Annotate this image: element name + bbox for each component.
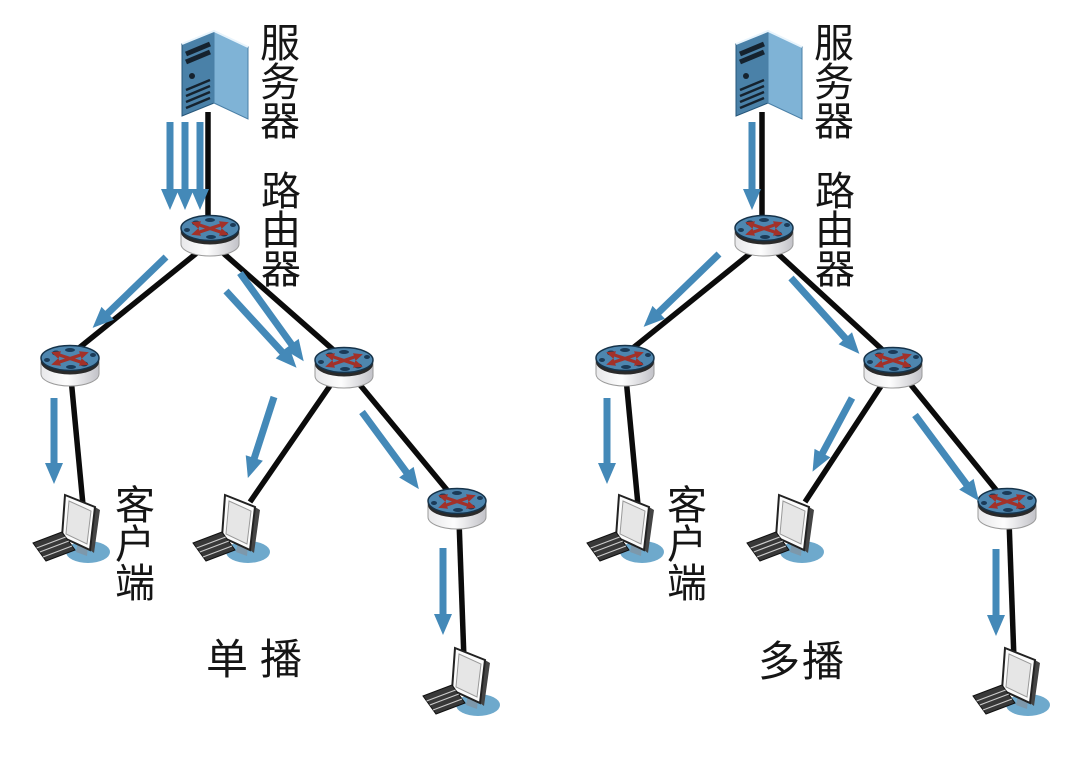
link-far-client bbox=[1006, 519, 1017, 661]
unicast-diagram bbox=[32, 31, 501, 717]
multicast-flow-arrows bbox=[598, 122, 1005, 636]
flow-arrow bbox=[223, 288, 297, 368]
link-router-left bbox=[72, 249, 200, 355]
router-cylinder-icon bbox=[864, 348, 922, 388]
multicast-diagram bbox=[586, 31, 1051, 717]
multicast-router-label: 路由器 bbox=[809, 170, 854, 287]
router-cylinder-icon bbox=[735, 216, 793, 256]
desktop-computer-icon bbox=[746, 494, 825, 564]
desktop-computer-icon bbox=[192, 494, 271, 564]
desktop-computer-icon bbox=[586, 494, 665, 564]
link-router-right bbox=[220, 249, 340, 357]
link-right-farrouter bbox=[904, 378, 1004, 498]
router-cylinder-icon bbox=[315, 348, 373, 388]
flow-arrow bbox=[788, 275, 860, 354]
flow-arrow bbox=[92, 254, 169, 328]
link-left-client bbox=[623, 377, 641, 506]
link-right-client bbox=[247, 378, 337, 504]
link-far-client bbox=[456, 519, 467, 661]
flow-arrow bbox=[912, 412, 979, 502]
link-router-right bbox=[774, 249, 889, 357]
flow-arrow bbox=[812, 396, 856, 472]
server-tower-icon bbox=[182, 31, 248, 119]
server-tower-icon bbox=[736, 31, 802, 119]
flow-arrow bbox=[245, 395, 278, 479]
desktop-computer-icon bbox=[32, 494, 111, 564]
multicast-caption: 多播 bbox=[758, 640, 847, 686]
multicast-links bbox=[623, 112, 1017, 661]
multicast-client-label: 客户端 bbox=[661, 484, 706, 601]
multicast-server-label: 服务器 bbox=[808, 22, 853, 139]
flow-arrow bbox=[237, 270, 304, 362]
desktop-computer-icon bbox=[422, 647, 501, 717]
link-left-client bbox=[68, 377, 86, 506]
unicast-caption: 单播 bbox=[206, 638, 315, 684]
link-router-left bbox=[626, 249, 754, 355]
link-right-farrouter bbox=[353, 378, 455, 498]
unicast-flow-arrows bbox=[45, 122, 452, 635]
router-cylinder-icon bbox=[978, 489, 1036, 529]
router-cylinder-icon bbox=[428, 489, 486, 529]
router-cylinder-icon bbox=[41, 346, 99, 386]
link-right-client bbox=[802, 378, 888, 504]
unicast-client-label: 客户端 bbox=[109, 484, 154, 601]
unicast-router-label: 路由器 bbox=[255, 170, 300, 287]
flow-arrow bbox=[643, 251, 722, 327]
flow-arrow bbox=[359, 409, 419, 490]
desktop-computer-icon bbox=[972, 647, 1051, 717]
unicast-server-label: 服务器 bbox=[254, 22, 299, 139]
router-cylinder-icon bbox=[181, 216, 239, 256]
unicast-links bbox=[68, 112, 467, 661]
router-cylinder-icon bbox=[596, 346, 654, 386]
